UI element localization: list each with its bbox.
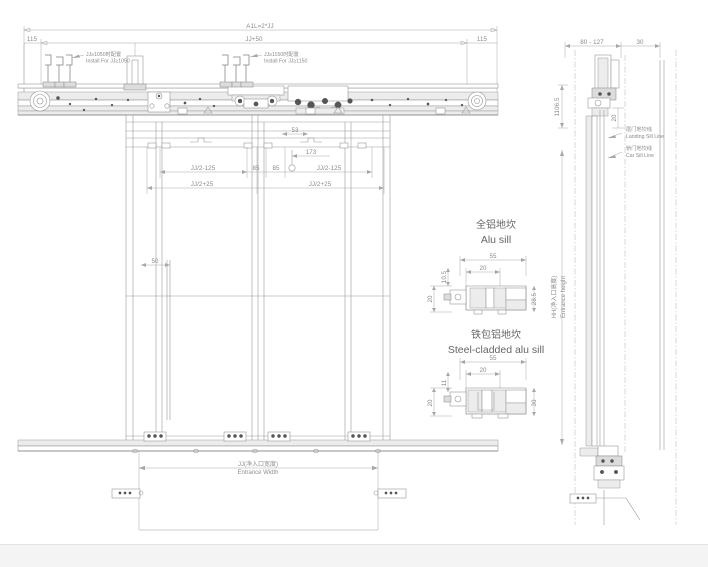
landing-sill-line-cn: 层门地坎线 [626,125,652,133]
detail-alu-dim-20w: 20 [479,265,487,272]
plan-stopper-brackets [42,43,263,91]
dim-right-edge: 115 [477,36,488,43]
detail-alu-sill-geometry [430,256,536,315]
detail-steel-dim-20h: 20 [427,399,434,407]
dim-1106-5: 1106.5 [554,97,561,117]
detail-alu-sill-title-cn: 全铝地坎 [476,218,516,231]
dim-overall-top: A1L=2*JJ [246,23,273,30]
dim-53: 53 [291,127,299,134]
section-view [558,42,677,525]
dim-left-50: 50 [151,258,159,265]
callout-1-cn: JJ≥1050时配置 [86,50,121,58]
dim-half-left-plus: JJ/2+25 [191,181,214,188]
dim-section-top-range: 80 - 127 [580,39,604,46]
viewer-footer-bar [0,544,708,567]
callout-2-en: Install For JJ≥1150 [264,59,308,65]
detail-alu-dim-28-5: 28.5 [531,292,538,305]
dim-second-top: JJ+50 [245,36,263,43]
entrance-width-cn: JJ(净入口宽度) [238,460,278,468]
dim-left-edge: 115 [27,36,38,43]
detail-steel-dim-55: 55 [489,355,497,362]
car-sill-line-cn: 轿门地坎线 [626,144,652,152]
dim-half-right-minus: JJ/2-125 [317,165,342,172]
entrance-height-en: Entrance height [561,276,567,318]
detail-alu-dim-10-5: 10.5 [441,270,448,283]
plan-mid-dimension-chain [141,132,385,267]
detail-steel-dim-20w: 20 [479,367,487,374]
plan-top-dimension-chain [23,26,498,100]
dim-85-right: 85 [272,165,280,172]
dim-section-top-right: 30 [636,39,644,46]
detail-alu-dim-20h: 20 [427,295,434,303]
entrance-width-en: Entrance Width [237,470,278,476]
detail-steel-sill-title-en: Steel-cladded alu sill [448,344,544,356]
plan-bottom-sill [17,431,499,531]
callout-1-en: Install For JJ≥1050 [86,59,130,65]
dim-half-right-plus: JJ/2+25 [309,181,332,188]
plan-header-track-assembly [17,83,499,116]
callout-2-cn: JJ≥1150时配置 [264,50,299,58]
detail-steel-sill-title-cn: 铁包铝地坎 [471,328,521,341]
dim-85-left: 85 [252,165,260,172]
detail-steel-sill-geometry [430,358,536,419]
landing-sill-line-en: Landing Sill Line [626,134,664,140]
dim-half-left-minus: JJ/2-125 [191,165,216,172]
detail-alu-dim-55: 55 [489,253,497,260]
detail-alu-sill-title-en: Alu sill [481,234,511,246]
detail-steel-dim-11: 11 [441,379,448,386]
entrance-height-cn: HH(净入口高度) [550,276,558,319]
car-sill-line-en: Car Sill Line [626,153,654,159]
dim-173: 173 [306,149,317,156]
dim-section-20: 20 [611,114,618,122]
detail-steel-dim-30: 30 [531,399,538,407]
